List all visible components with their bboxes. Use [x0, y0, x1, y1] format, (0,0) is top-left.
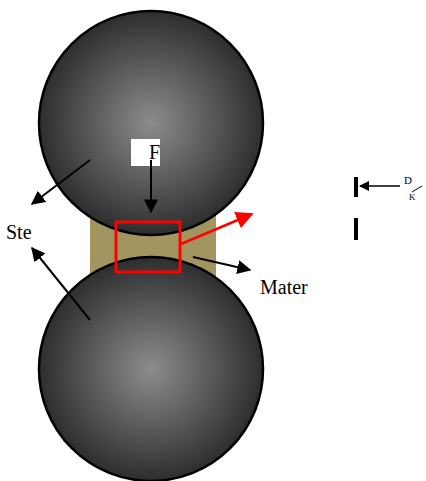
dimension-tick: [354, 218, 358, 240]
zoom-arrow: [181, 214, 252, 244]
dimension-arrow: [412, 186, 422, 192]
force-arrow: [150, 160, 152, 212]
contact-zone-box: [116, 222, 180, 272]
force-label: F: [149, 142, 160, 162]
leader-line: [193, 257, 250, 270]
part-label: Mater: [260, 277, 308, 297]
steel-ball-bottom: [39, 257, 263, 481]
steel-ball-top: [39, 11, 263, 235]
dimension-tick: [354, 177, 358, 197]
dimension-arrow: [360, 185, 400, 187]
dimension-label: K: [409, 193, 416, 202]
force-label-box: [131, 139, 160, 166]
leader-line: [32, 248, 90, 320]
dimension-label: D: [404, 175, 412, 186]
part-label: Ste: [6, 222, 32, 242]
leader-line: [32, 160, 90, 204]
